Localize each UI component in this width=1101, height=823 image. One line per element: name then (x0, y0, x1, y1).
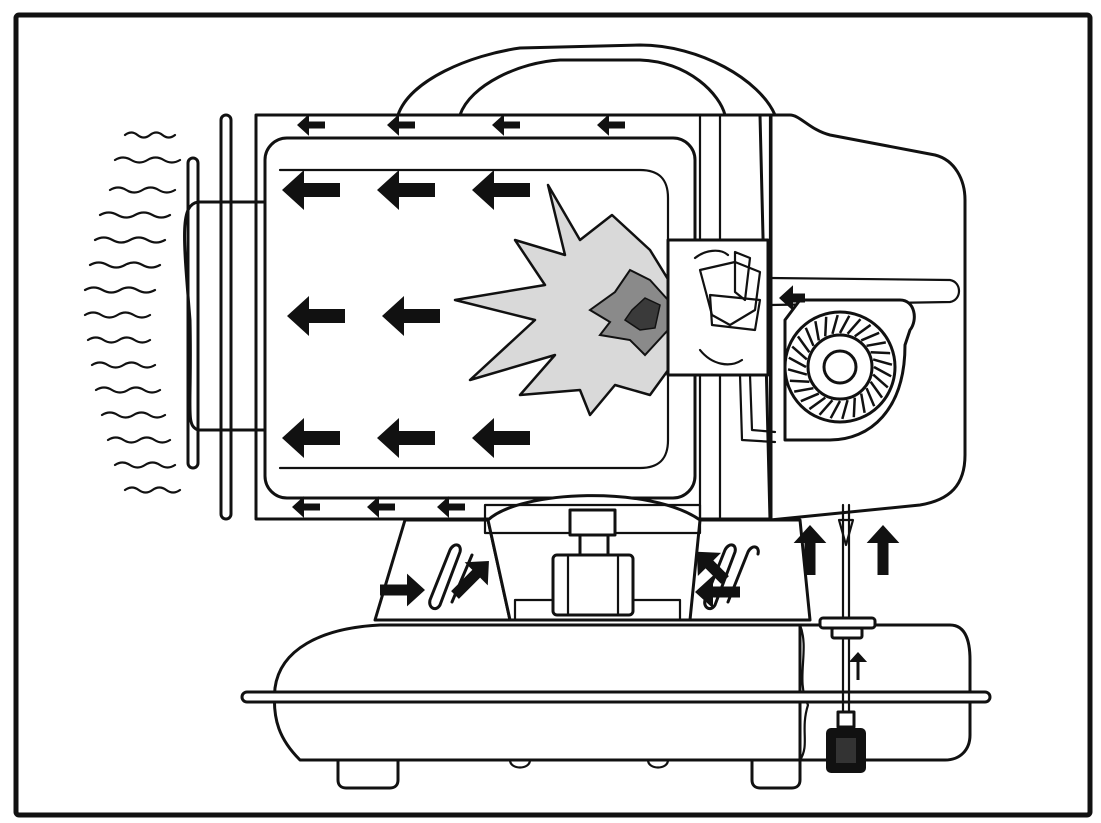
fan-blade (829, 400, 842, 419)
airflow-arrow (287, 296, 345, 336)
airflow-arrow (292, 496, 320, 518)
airflow-arrow (451, 561, 489, 599)
heat-wave-lines (83, 131, 182, 494)
fan-blade (814, 320, 821, 341)
heat-wave (83, 311, 152, 319)
airflow-arrow (377, 170, 435, 210)
fuel-filter (826, 728, 866, 773)
airflow-arrow (695, 575, 740, 609)
fan-blade (787, 368, 808, 376)
fan-blade (846, 318, 862, 335)
top-handle (396, 43, 777, 117)
heat-wave (90, 361, 157, 369)
fan-blade (838, 315, 851, 334)
flame-mid (588, 268, 669, 357)
airflow-arrow (282, 170, 340, 210)
airflow-arrow (866, 525, 900, 575)
heat-wave (100, 411, 167, 419)
flame-outer (453, 183, 692, 417)
heat-wave (113, 156, 182, 164)
fan-blade (866, 341, 887, 348)
burner-head (666, 238, 777, 444)
fan-blade (800, 392, 820, 403)
fan-blade (869, 381, 884, 399)
frame (13, 12, 1093, 818)
fan-blade (870, 350, 891, 355)
airflow-arrow (597, 114, 625, 136)
airflow-arrow (377, 418, 435, 458)
heat-wave (98, 211, 172, 219)
fan-blade (788, 356, 807, 369)
fan-blade (818, 399, 834, 416)
heat-wave (83, 286, 157, 294)
heat-wave (94, 386, 162, 394)
fan-blade (808, 396, 826, 411)
airflow-arrow (367, 496, 395, 518)
fan-blade (865, 387, 876, 407)
airflow-arrows (282, 114, 900, 680)
fan-blade (860, 331, 880, 342)
fan-motor (551, 508, 635, 617)
fan-blade (789, 379, 810, 384)
fan-blade (852, 397, 857, 418)
airflow-arrow (793, 525, 827, 575)
airflow-arrow (472, 170, 530, 210)
heat-wave (113, 461, 177, 469)
heat-wave (108, 186, 177, 194)
heat-wave (123, 486, 182, 494)
airflow-arrow (380, 573, 425, 607)
airflow-arrow (282, 418, 340, 458)
airflow-arrow (848, 652, 868, 680)
front-guard (183, 113, 267, 521)
heat-wave (86, 336, 152, 344)
flame (453, 183, 692, 417)
fan-blade (859, 393, 866, 414)
airflow-arrow (297, 114, 325, 136)
fan-blade (796, 335, 811, 353)
airflow-arrow (437, 496, 465, 518)
airflow-arrow (779, 285, 805, 311)
airflow-arrow (492, 114, 520, 136)
fan-blade (841, 399, 849, 420)
airflow-arrow (696, 551, 729, 584)
airflow-arrow (387, 114, 415, 136)
airflow-arrow (472, 418, 530, 458)
fan-blade (793, 386, 814, 393)
fan-blade (791, 345, 808, 361)
heat-wave (93, 236, 167, 244)
flame-core (623, 297, 661, 331)
fan-blade (872, 373, 889, 389)
fuel-line (818, 503, 877, 729)
fan-blade (823, 316, 828, 337)
fan-blade (873, 365, 892, 378)
fan-blade (872, 358, 893, 366)
fan-blade (804, 327, 815, 347)
fan-blade (854, 323, 872, 338)
heat-wave (123, 131, 177, 139)
airflow-arrow (382, 296, 440, 336)
fan-rotor (783, 310, 897, 424)
fan-blade (831, 314, 839, 335)
heat-wave (106, 436, 172, 444)
heat-wave (88, 261, 162, 269)
